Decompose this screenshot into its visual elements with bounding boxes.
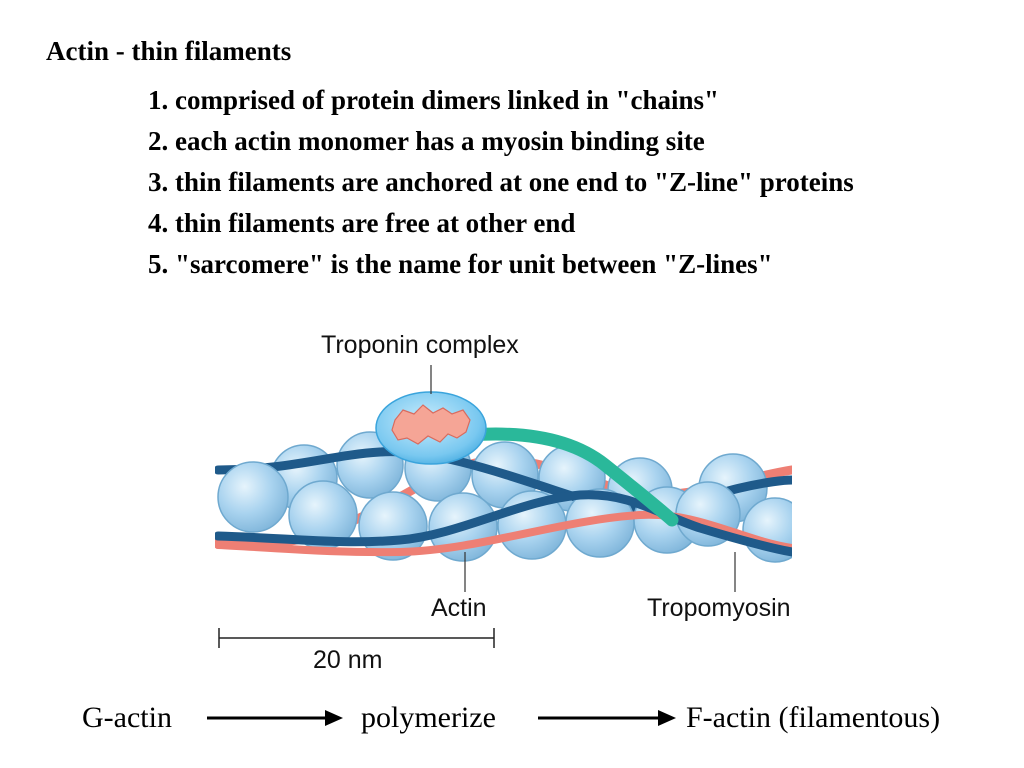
pathway-middle: polymerize: [361, 701, 496, 734]
scale-bar-label: 20 nm: [313, 646, 383, 674]
point-item: 2. each actin monomer has a myosin bindi…: [148, 126, 705, 156]
pathway-end: F-actin (filamentous): [686, 701, 941, 734]
point-item: 3. thin filaments are anchored at one en…: [148, 167, 854, 197]
tropomyosin-red-front: [215, 510, 792, 557]
troponin-tail: [463, 427, 679, 527]
point-item: 4. thin filaments are free at other end: [148, 208, 576, 238]
pathway-start: G-actin: [82, 701, 172, 734]
scale-bar: [218, 628, 495, 648]
slide-title: Actin - thin filaments: [46, 36, 292, 66]
tropomyosin-dark-upper: [215, 447, 792, 515]
tropomyosin-dark-lower: [215, 490, 792, 557]
point-item: 1. comprised of protein dimers linked in…: [148, 85, 720, 115]
troponin-complex-core: [391, 404, 471, 445]
arrow-right-icon: [207, 710, 343, 726]
thin-filament-diagram: [215, 365, 792, 648]
point-list: 1. comprised of protein dimers linked in…: [148, 80, 968, 285]
tropomyosin-label: Tropomyosin: [647, 594, 791, 622]
arrow-right-icon: [538, 710, 676, 726]
troponin-complex-label: Troponin complex: [321, 331, 519, 359]
actin-label: Actin: [431, 594, 487, 622]
point-item: 5. "sarcomere" is the name for unit betw…: [148, 249, 773, 279]
